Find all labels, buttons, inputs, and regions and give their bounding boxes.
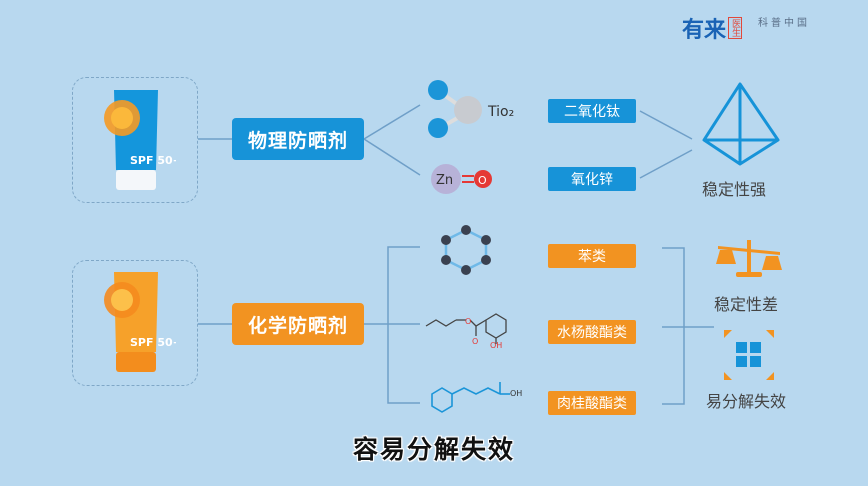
chemical-card (72, 260, 198, 386)
tag-salicylate: 水杨酸酯类 (548, 320, 636, 344)
cinnamate-molecule-icon: OH (431, 382, 522, 413)
partner-logo: 科普中国 (758, 18, 810, 29)
physical-sunscreen-label: 物理防晒剂 (232, 118, 364, 160)
brand-name: 有来 (682, 18, 727, 43)
cinnamate-oh: OH (510, 389, 522, 398)
tio2-molecule-icon: Tio₂ (428, 80, 514, 138)
sunscreen-tube-blue-icon: SPF 50+ (104, 90, 176, 190)
tag-titanium-dioxide: 二氧化钛 (548, 99, 636, 123)
zno-o: O (478, 174, 487, 187)
balance-scale-icon (716, 240, 782, 277)
benzene-molecule-icon (441, 225, 491, 275)
unstable-caption: 稳定性差 (714, 295, 779, 314)
brand-badge: 医生 (728, 17, 743, 39)
salicylate-oh: OH (490, 341, 502, 348)
tag-benzene: 苯类 (548, 244, 636, 268)
chemical-sunscreen-label: 化学防晒剂 (232, 303, 364, 345)
zno-zn: Zn (436, 173, 453, 188)
salicylate-o: O (465, 317, 471, 326)
stable-caption: 稳定性强 (702, 180, 767, 199)
tio2-formula: Tio₂ (487, 104, 514, 120)
brand-logo: 有来 医生 (682, 12, 743, 44)
tube-label-blue: SPF 50+ (130, 154, 176, 167)
zno-molecule-icon: Zn O (431, 164, 492, 194)
tag-zinc-oxide: 氧化锌 (548, 167, 636, 191)
tag-cinnamate: 肉桂酸酯类 (548, 391, 636, 415)
sunscreen-tube-orange-icon: SPF 50+ (104, 272, 176, 372)
svg-text:O: O (472, 337, 478, 346)
tube-label-orange: SPF 50+ (130, 336, 176, 349)
salicylate-molecule-icon: O O OH (425, 313, 507, 348)
video-subtitle: 容易分解失效 (352, 435, 515, 464)
decompose-caption: 易分解失效 (706, 392, 787, 411)
decompose-expand-icon (724, 330, 774, 380)
pyramid-stable-icon (702, 82, 780, 166)
physical-card (72, 77, 198, 203)
